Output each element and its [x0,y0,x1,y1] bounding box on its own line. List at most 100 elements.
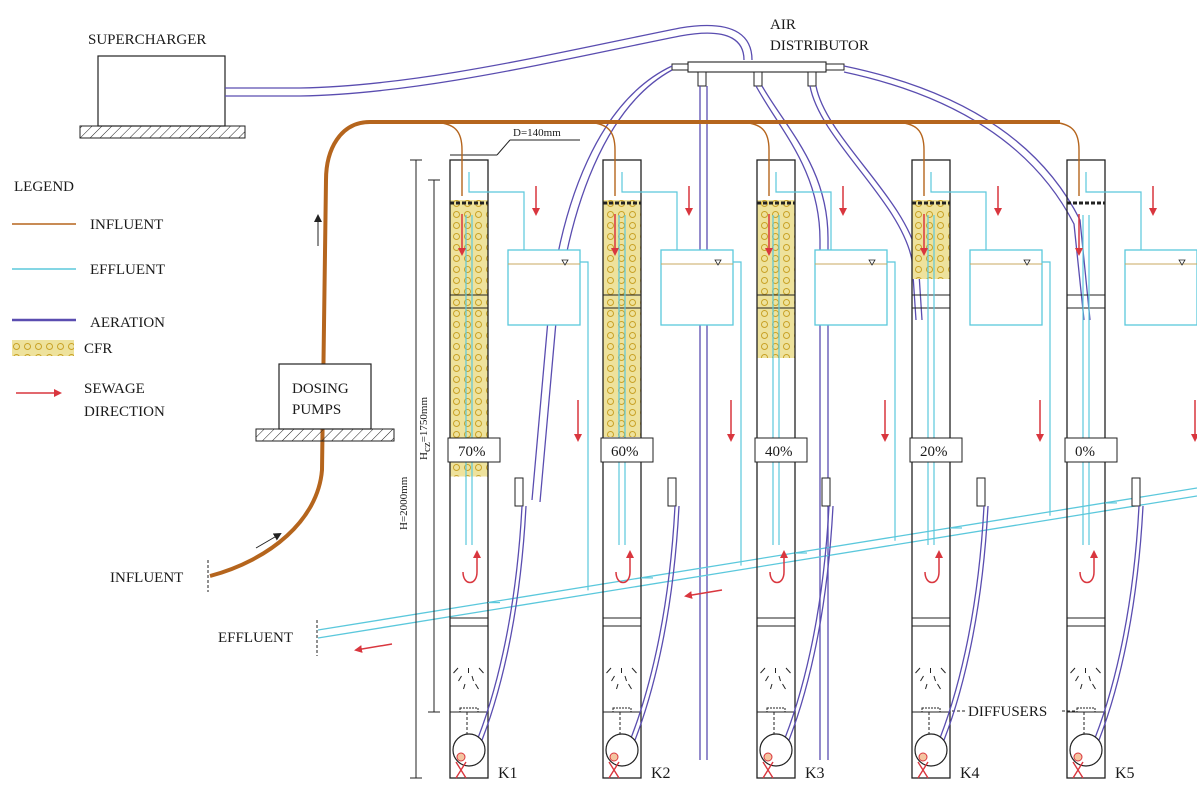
column-body [756,159,796,779]
dosing-label-1: DOSING [292,381,349,397]
air-bubble [778,675,781,682]
column-k4: 20% K4 [891,121,1051,782]
air-bubble [1075,675,1079,682]
air-bubble [628,683,632,690]
effluent-flow-arrow [354,643,393,653]
cfr-media [757,200,795,358]
air-bubble [782,683,786,690]
sewage-arrow-up [615,550,634,584]
water-level-icon [714,259,722,266]
fill-percent-box [600,437,654,463]
legend: LEGEND INFLUENT EFFLUENT AERATION CFR SE… [12,179,165,420]
effluent-label: EFFLUENT [218,630,293,646]
air-distributor-label-2: DISTRIBUTOR [770,38,869,54]
flow-meter [514,477,524,507]
influent-main-pipe [209,120,1060,578]
column-label: K2 [651,765,671,782]
legend-title: LEGEND [14,179,74,195]
water-level-icon [1178,259,1186,266]
fill-percent-box [754,437,808,463]
fill-percent-box [909,437,963,463]
pump [605,733,639,767]
effluent-outlet [468,172,525,250]
water-level-icon [868,259,876,266]
diffuser-head [921,707,941,713]
aeration-drop [784,505,834,751]
column-label: K3 [805,765,825,782]
cfr-media [603,200,641,437]
height-total-label: H=2000mm [398,476,410,530]
air-main-line [225,24,753,97]
water-level-icon [1023,259,1031,266]
aeration-drop [473,505,523,749]
fill-percent-label: 20% [920,444,948,460]
fill-percent-label: 40% [765,444,793,460]
height-working-h: H [418,452,430,460]
supercharger-label: SUPERCHARGER [88,32,206,48]
aeration-drop [630,505,680,751]
sewage-arrow-up [462,550,481,584]
air-bubble [631,667,637,674]
settler-tank [507,249,581,326]
effluent-outlet [775,172,832,250]
air-bubble [611,675,615,682]
sewage-arrow-up [924,550,943,584]
air-bubble [606,667,612,674]
column-k5: 0%K5 [1046,121,1197,782]
fill-percent-label: 60% [611,444,639,460]
air-bubble [463,683,466,690]
air-bubble [1092,683,1096,690]
air-bubble [937,683,941,690]
drain-valve-knob [456,752,466,762]
dosing-label-2: PUMPS [292,402,341,418]
column-body [602,159,642,779]
drain-valve [1072,761,1084,779]
air-bubble [940,667,946,674]
air-bubble [1070,667,1076,674]
column-k3: 40% K3 [736,121,896,782]
height-working-val: =1750mm [418,397,430,443]
legend-influent-label: INFLUENT [90,217,163,233]
air-bubble [760,667,766,674]
air-bubble [475,683,479,690]
air-bubble [933,675,936,682]
effluent-outlet [621,172,678,250]
diffuser-head [612,707,632,713]
fill-percent-box [447,437,501,463]
air-distributor-label-1: AIR [770,17,796,33]
drain-valve-knob [609,752,619,762]
column-label: K4 [960,765,980,782]
legend-aeration-label: AERATION [90,315,165,331]
settler-tank [969,249,1043,326]
dimensions [410,139,580,779]
air-bubble [925,683,928,690]
settler-outlet [887,261,896,541]
influent-flow-arrow [255,532,282,549]
drain-valve [608,761,620,779]
effluent-flow-arrow-2 [684,589,723,599]
effluent-outlet [1085,172,1142,250]
diffusers-label: DIFFUSERS [968,704,1047,720]
fill-percent-label: 70% [458,444,486,460]
flow-meter [976,477,986,507]
diffuser-head [766,707,786,713]
legend-sewage-label-1: SEWAGE [84,381,145,397]
water-level-icon [561,259,569,266]
fill-percent-label: 0% [1075,444,1095,460]
fill-percent-box [1064,437,1118,463]
diffuser-head [459,707,479,713]
cfr-media [912,200,950,279]
settler-outlet [580,261,589,591]
legend-sewage-label-2: DIRECTION [84,404,165,420]
column-body [911,159,951,779]
pump [1069,733,1103,767]
air-bubble [920,675,924,682]
influent-branch [736,121,770,196]
height-working-sub: cz [421,442,433,452]
sewage-arrow-up [1079,550,1098,584]
air-bubble [471,675,474,682]
air-bubble [785,667,791,674]
aeration-drop [626,505,676,749]
